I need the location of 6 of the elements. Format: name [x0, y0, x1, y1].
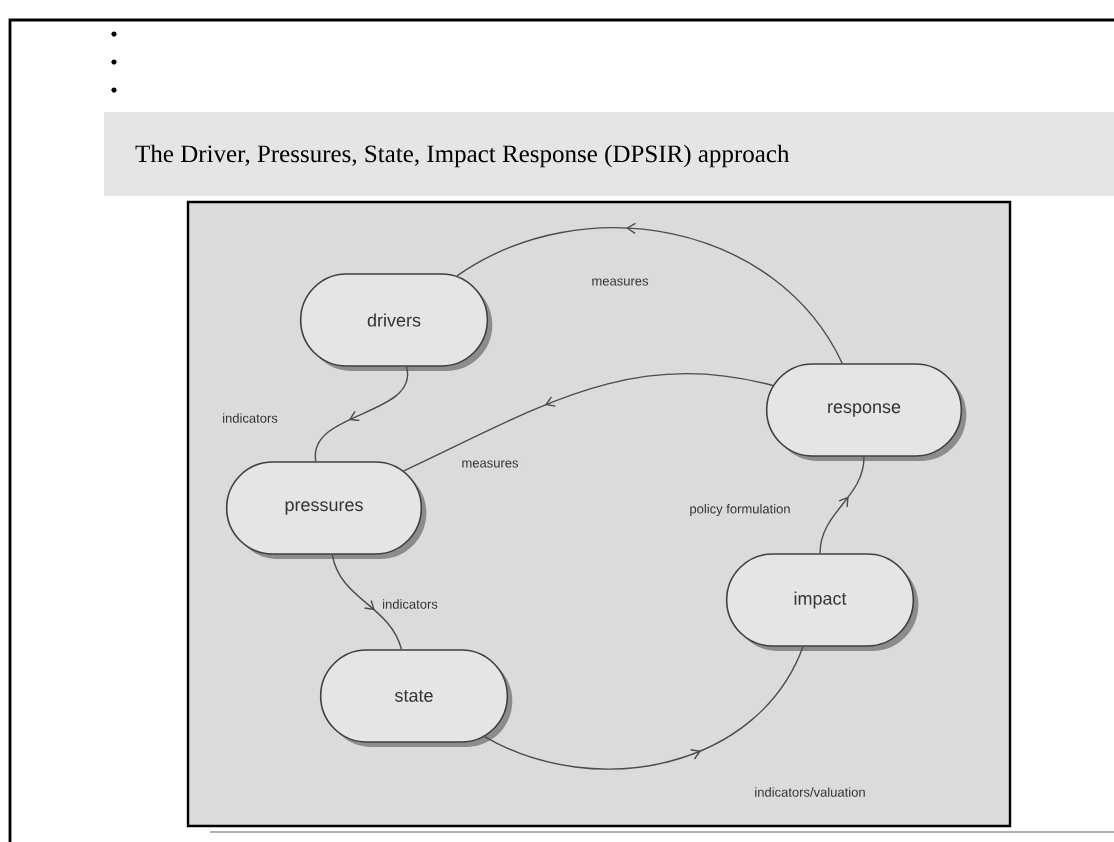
rounded-box: response: [765, 363, 967, 461]
rounded-box: state: [319, 649, 513, 747]
rounded-box: impact: [725, 553, 919, 651]
rounded-box: drivers: [299, 273, 493, 371]
rounded-box: pressures: [225, 461, 427, 559]
title-band: The Driver, Pressures, State, Impact Response (DPSIR) approach: [104, 112, 1114, 196]
